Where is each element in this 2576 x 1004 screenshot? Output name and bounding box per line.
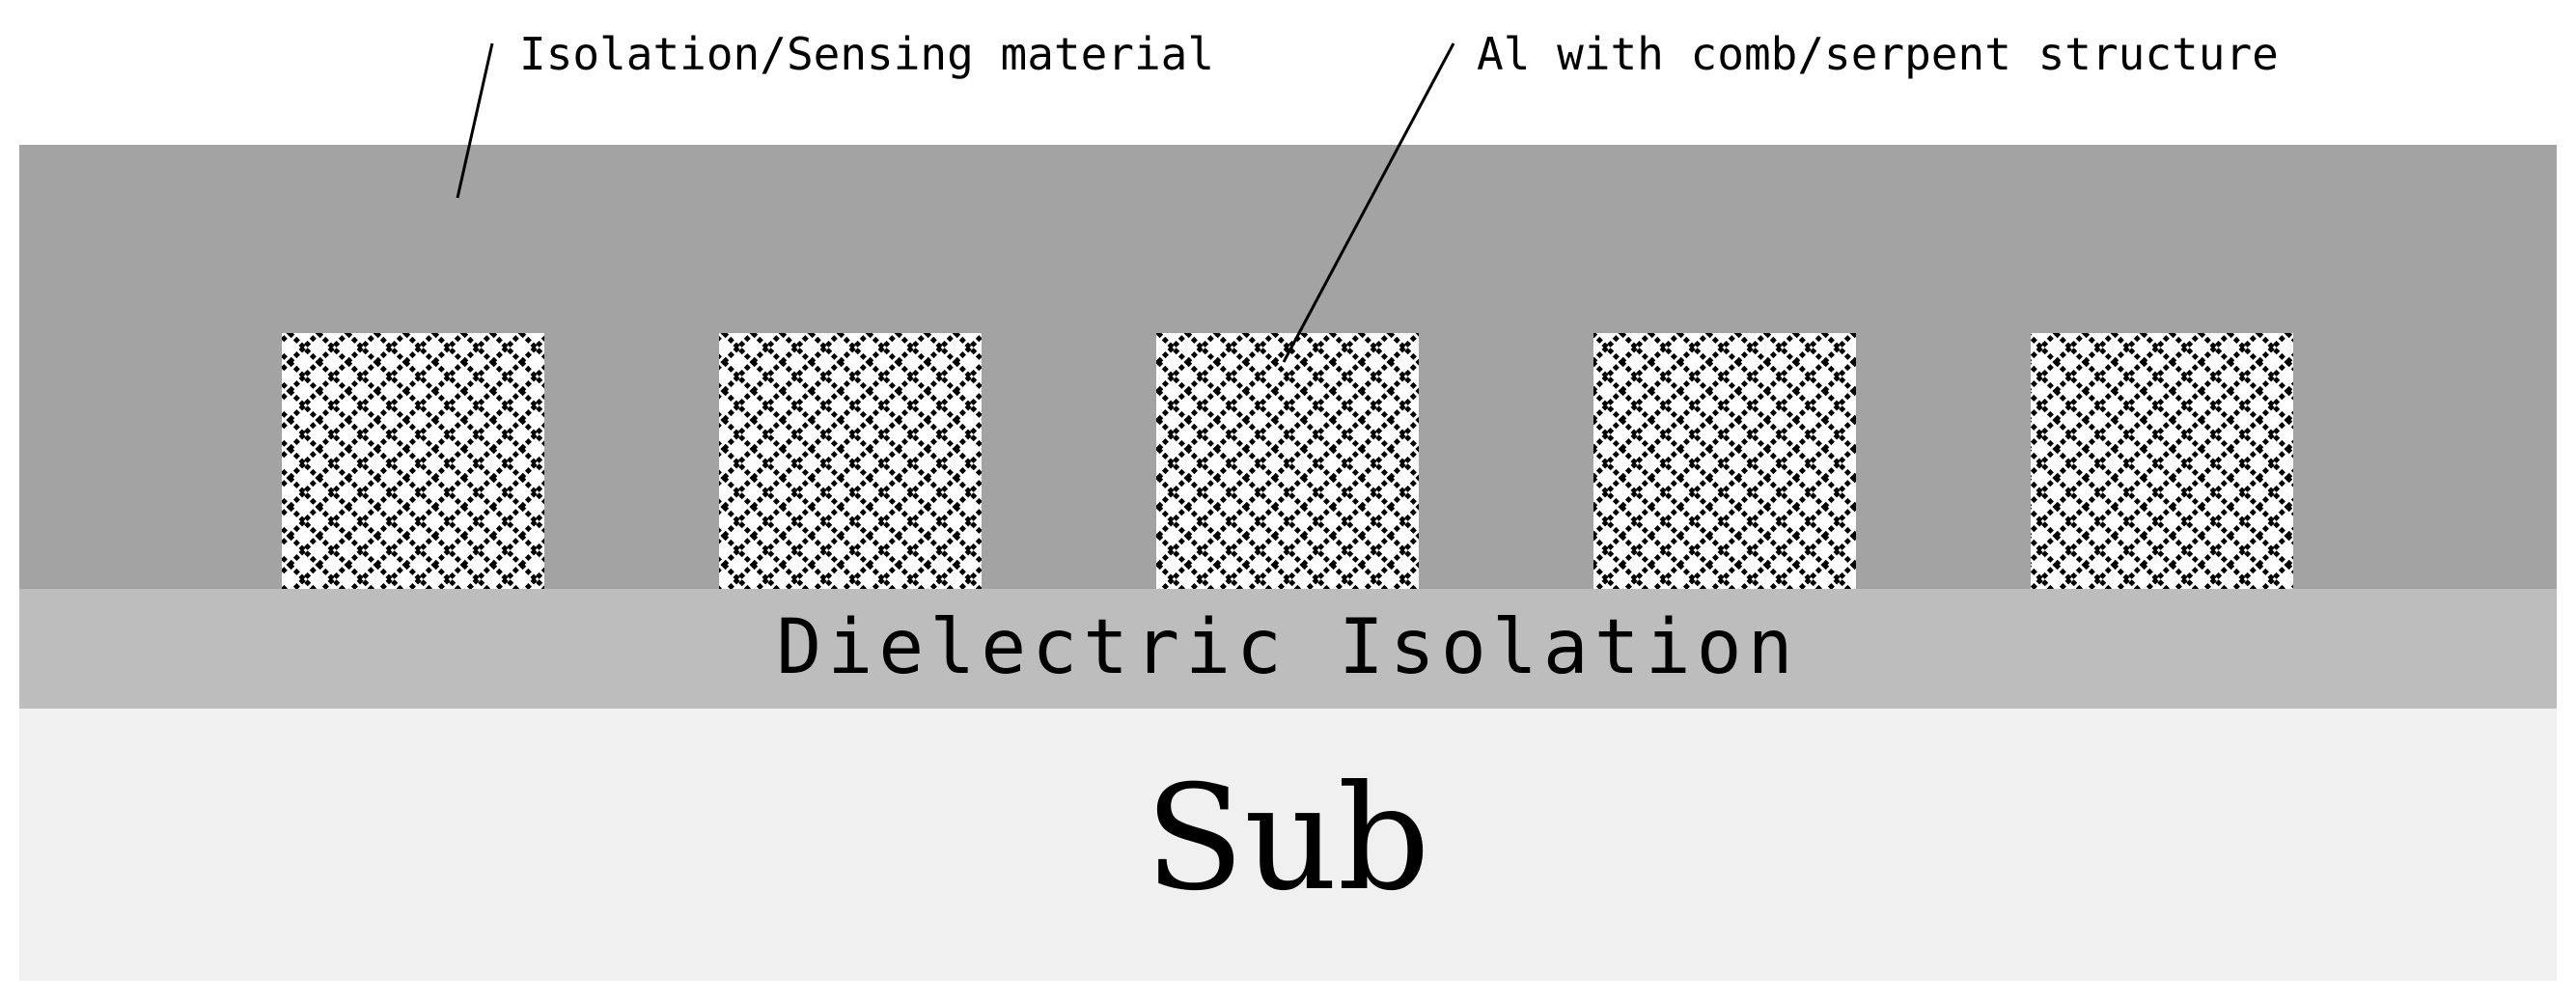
dielectric-isolation-label: Dielectric Isolation (776, 604, 1798, 691)
al-leader-line (1282, 42, 1455, 363)
al-electrode-3 (1156, 333, 1419, 589)
al-electrode-group (282, 333, 2293, 589)
al-electrode-2 (719, 333, 982, 589)
al-structure-label: Al with comb/serpent structure (1477, 28, 2279, 80)
isolation-leader-line (456, 42, 494, 199)
isolation-sensing-label: Isolation/Sensing material (519, 28, 1214, 80)
al-electrode-5 (2031, 333, 2293, 589)
substrate-label: Sub (1145, 755, 1429, 923)
al-electrode-1 (282, 333, 544, 589)
al-electrode-4 (1593, 333, 1856, 589)
substrate-layer (19, 709, 2557, 981)
dielectric-isolation-layer (19, 589, 2557, 709)
